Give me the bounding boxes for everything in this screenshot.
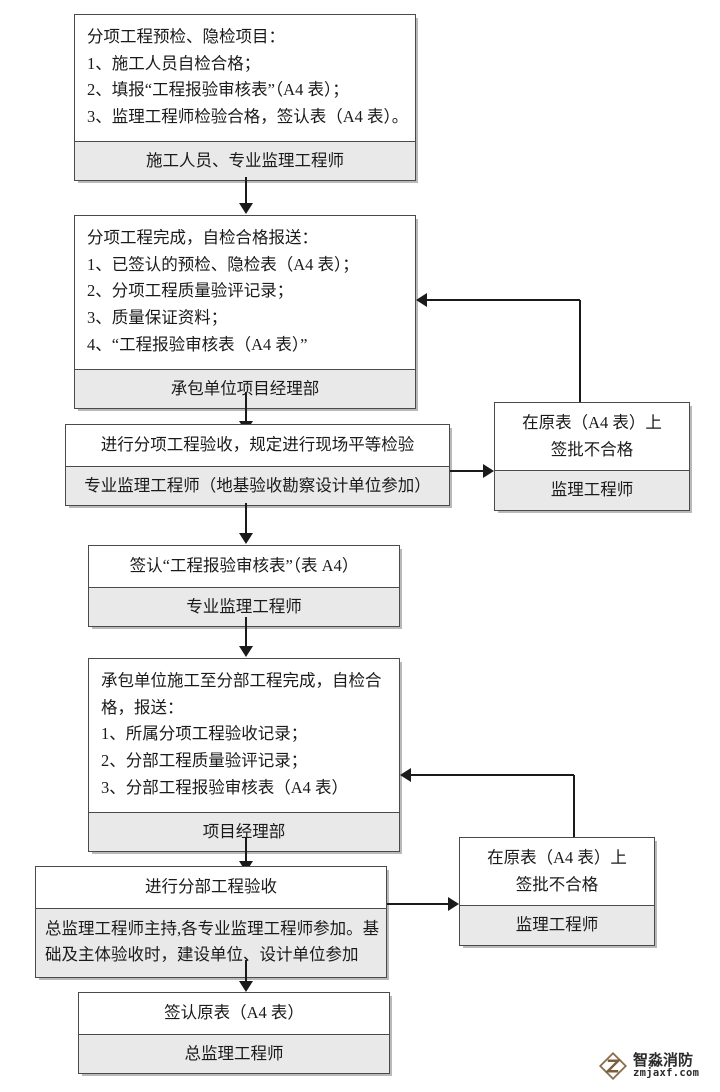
flow-node-n2-body: 分项工程完成，自检合格报送： 1、已签认的预检、隐检表（A4 表）； 2、分项工… <box>75 216 415 369</box>
flow-node-n7-body: 签认原表（A4 表） <box>79 993 389 1034</box>
flow-node-n5-body-line-5: 3、分部工程报验审核表（A4 表） <box>101 777 349 797</box>
flow-node-n5-body-line-1: 承包单位施工至分部工程完成，自检合 <box>101 671 382 690</box>
connector-n6-to-r2 <box>387 903 450 905</box>
connector-n3-to-r1 <box>450 470 485 472</box>
flow-node-n6-footer: 总监理工程师主持,各专业监理工程师参加。基 础及主体验收时，建设单位、设计单位参… <box>36 907 386 977</box>
connector-n1-to-n2 <box>245 177 247 205</box>
flow-node-n2-body-line-3: 2、分项工程质量验评记录； <box>87 281 294 301</box>
connector-n2-to-n3 <box>245 392 247 423</box>
flow-node-n5-footer: 项目经理部 <box>89 811 399 851</box>
flow-node-r2-body-line-1: 在原表（A4 表）上 <box>487 848 627 867</box>
watermark-title: 智淼消防 <box>633 1052 694 1069</box>
flow-node-n2-body-line-2: 1、已签认的预检、隐检表（A4 表）； <box>87 254 359 274</box>
flow-node-n3-body: 进行分项工程验收，规定进行现场平等检验 <box>66 425 449 466</box>
connector-n4-to-n5-arrowhead <box>239 646 253 657</box>
flow-node-r2-footer: 监理工程师 <box>460 905 654 945</box>
flow-node-n1-footer: 施工人员、专业监理工程师 <box>75 140 415 181</box>
feedback-r1-to-n2-run <box>427 299 580 301</box>
flow-node-n4[interactable]: 签认“工程报验审核表”（表 A4） 专业监理工程师 <box>88 545 400 628</box>
flow-node-n7-footer: 总监理工程师 <box>79 1033 389 1074</box>
flow-node-n3-body-line-1: 进行分项工程验收，规定进行现场平等检验 <box>100 435 415 454</box>
flow-node-r2-body-line-2: 签批不合格 <box>515 874 599 894</box>
flow-node-n1-body: 分项工程预检、隐检项目： 1、施工人员自检合格； 2、填报“工程报验审核表”（A… <box>75 15 415 141</box>
flow-node-n2[interactable]: 分项工程完成，自检合格报送： 1、已签认的预检、隐检表（A4 表）； 2、分项工… <box>74 215 416 409</box>
flow-node-n6-body: 进行分部工程验收 <box>36 867 386 908</box>
flow-node-r2[interactable]: 在原表（A4 表）上 签批不合格 监理工程师 <box>459 837 655 946</box>
flow-node-r1-footer: 监理工程师 <box>495 470 689 510</box>
flow-node-n1[interactable]: 分项工程预检、隐检项目： 1、施工人员自检合格； 2、填报“工程报验审核表”（A… <box>74 14 416 182</box>
flow-node-r1-body-line-1: 在原表（A4 表）上 <box>522 413 662 432</box>
flow-node-r1-body: 在原表（A4 表）上 签批不合格 <box>495 403 689 471</box>
flow-node-n5-body-line-2: 格，报送： <box>101 697 184 717</box>
feedback-r2-to-n5-riser <box>573 775 575 861</box>
connector-n4-to-n5 <box>245 617 247 648</box>
connector-n5-to-n6 <box>245 838 247 863</box>
flow-node-n4-body-line-1: 签认“工程报验审核表”（表 A4） <box>129 556 359 575</box>
flow-node-n6-footer-line-1: 总监理工程师主持,各专业监理工程师参加。基 <box>45 918 380 938</box>
watermark-url: zmjaxf.com <box>633 1067 700 1080</box>
flow-node-n5[interactable]: 承包单位施工至分部工程完成，自检合 格，报送： 1、所属分项工程验收记录； 2、… <box>88 658 400 852</box>
flow-node-n5-body: 承包单位施工至分部工程完成，自检合 格，报送： 1、所属分项工程验收记录； 2、… <box>89 659 399 812</box>
feedback-r2-to-n5-arrowhead <box>400 768 411 782</box>
flow-node-r2-body: 在原表（A4 表）上 签批不合格 <box>460 838 654 906</box>
connector-n3-to-n4 <box>245 503 247 535</box>
flow-node-n7-body-line-1: 签认原表（A4 表） <box>164 1003 304 1022</box>
flow-node-n4-footer: 专业监理工程师 <box>89 586 399 627</box>
flow-node-n5-body-line-3: 1、所属分项工程验收记录； <box>101 724 308 744</box>
feedback-r2-to-n5-run <box>411 774 574 776</box>
flow-node-n3[interactable]: 进行分项工程验收，规定进行现场平等检验 专业监理工程师（地基验收勘察设计单位参加… <box>65 424 450 507</box>
flow-node-n2-body-line-5: 4、“工程报验审核表（A4 表）” <box>87 334 308 354</box>
connector-n3-to-r1-arrowhead <box>483 464 494 478</box>
flow-node-n6-footer-line-2: 础及主体验收时，建设单位、设计单位参加 <box>45 945 359 965</box>
flow-node-n2-body-line-4: 3、质量保证资料； <box>87 308 228 328</box>
flow-node-r1-body-line-2: 签批不合格 <box>550 439 634 459</box>
flow-node-n1-body-line-1: 分项工程预检、隐检项目： <box>87 27 285 46</box>
flow-node-n1-body-line-2: 1、施工人员自检合格； <box>87 53 261 73</box>
flow-node-n4-body: 签认“工程报验审核表”（表 A4） <box>89 546 399 587</box>
connector-n6-to-r2-arrowhead <box>448 897 459 911</box>
flow-node-n1-body-line-4: 3、监理工程师检验合格，签认表（A4 表）。 <box>87 107 409 127</box>
connector-n3-to-n4-arrowhead <box>239 533 253 544</box>
connector-n6-to-n7-arrowhead <box>239 981 253 992</box>
flow-node-r1[interactable]: 在原表（A4 表）上 签批不合格 监理工程师 <box>494 402 690 511</box>
flow-node-n1-body-line-3: 2、填报“工程报验审核表”（A4 表）； <box>87 80 349 100</box>
flow-node-n2-body-line-1: 分项工程完成，自检合格报送： <box>87 228 318 247</box>
flow-node-n7[interactable]: 签认原表（A4 表） 总监理工程师 <box>78 992 390 1075</box>
flow-node-n6-body-line-1: 进行分部工程验收 <box>145 877 277 896</box>
flow-node-n6[interactable]: 进行分部工程验收 总监理工程师主持,各专业监理工程师参加。基 础及主体验收时，建… <box>35 866 387 978</box>
watermark: 智淼消防 zmjaxf.com <box>598 1046 716 1086</box>
flow-node-n5-body-line-4: 2、分部工程质量验评记录； <box>101 751 308 771</box>
watermark-text: 智淼消防 zmjaxf.com <box>633 1053 699 1079</box>
connector-n1-to-n2-arrowhead <box>239 203 253 214</box>
diamond-logo-icon <box>598 1051 628 1081</box>
feedback-r1-to-n2-riser <box>579 300 581 413</box>
feedback-r1-to-n2-arrowhead <box>416 293 427 307</box>
flow-node-n3-footer: 专业监理工程师（地基验收勘察设计单位参加） <box>66 465 449 506</box>
connector-n6-to-n7 <box>245 960 247 983</box>
